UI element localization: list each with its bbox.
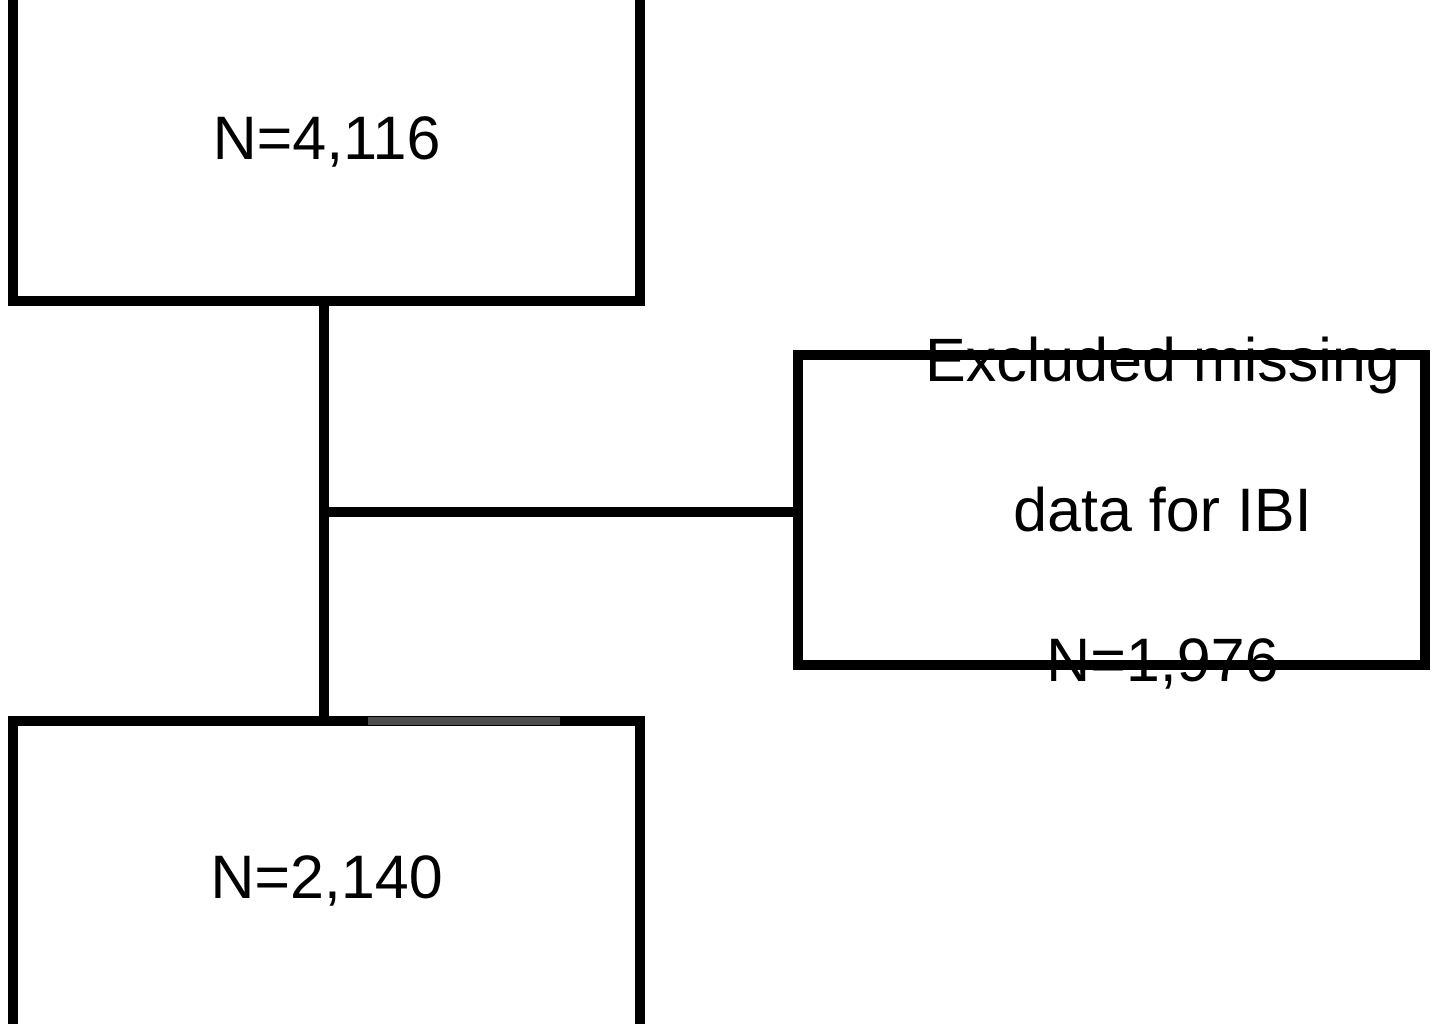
initial-sample-label: N=4,116 <box>212 103 441 172</box>
excluded-label-line2: data for IBI <box>1013 475 1312 544</box>
border-gray-artifact <box>368 717 560 725</box>
excluded-label-line3: N=1,976 <box>1046 625 1279 694</box>
final-sample-label: N=2,140 <box>210 842 443 911</box>
final-sample-box: N=2,140 <box>8 716 645 1024</box>
initial-sample-box: N=4,116 <box>8 0 645 306</box>
connector-to-excluded-line <box>319 507 798 517</box>
excluded-label: Excluded missing data for IBI N=1,976 <box>823 248 1400 773</box>
excluded-box: Excluded missing data for IBI N=1,976 <box>793 326 1430 694</box>
excluded-label-line1: Excluded missing <box>925 325 1400 394</box>
